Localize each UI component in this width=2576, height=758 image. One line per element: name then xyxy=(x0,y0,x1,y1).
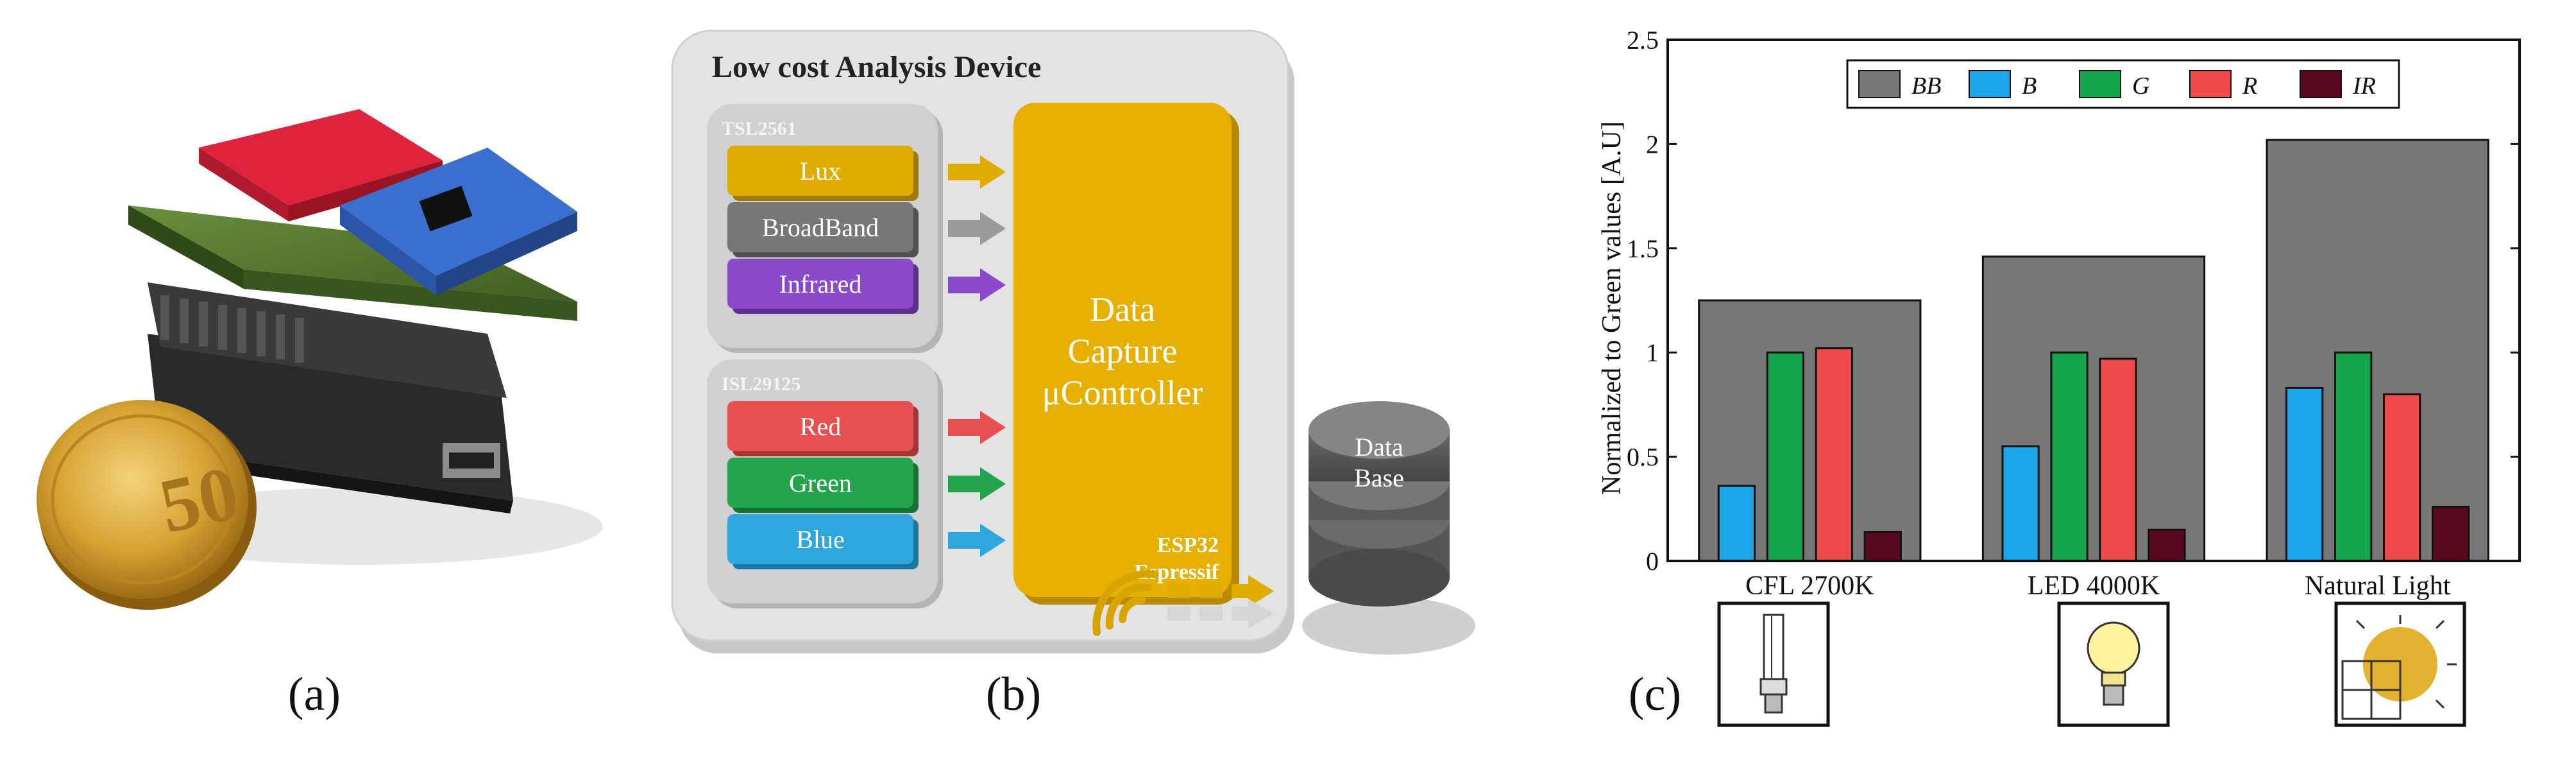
controller-line2: Capture xyxy=(1068,332,1178,370)
controller-chip: ESP32 xyxy=(1157,533,1219,557)
blue-channel-box xyxy=(727,514,913,564)
diagram-title: Low cost Analysis Device xyxy=(712,50,1041,84)
caption-b: (b) xyxy=(985,668,1042,721)
device-photo-panel: 50 xyxy=(0,0,616,755)
y-tick-label: 0.5 xyxy=(1627,443,1659,472)
led-bulb-icon xyxy=(2057,601,2170,727)
y-tick-label: 2 xyxy=(1646,130,1659,159)
infrared-channel-box xyxy=(727,259,913,309)
legend-label: B xyxy=(2022,73,2037,99)
controller-line1: Data xyxy=(1090,290,1155,329)
arrow-broadband xyxy=(948,212,1006,245)
bar-R xyxy=(2099,357,2137,562)
bar-R xyxy=(2383,393,2421,562)
caption-c: (c) xyxy=(1628,668,1682,721)
category-label: Natural Light xyxy=(2305,571,2451,601)
y-tick-label: 2.5 xyxy=(1627,26,1659,55)
arrow-red xyxy=(948,411,1006,444)
bar-G xyxy=(2334,351,2373,562)
lux-channel-box xyxy=(727,146,913,196)
red-label: Red xyxy=(800,412,841,441)
arrow-infrared xyxy=(948,268,1006,302)
arrow-lux xyxy=(948,155,1006,189)
legend-swatch-IR xyxy=(2300,70,2342,98)
category-label: CFL 2700K xyxy=(1745,571,1874,601)
database-line2: Base xyxy=(1354,463,1404,492)
green-label: Green xyxy=(789,469,852,497)
y-tick-label: 1 xyxy=(1646,338,1659,367)
cfl-bulb-icon xyxy=(1717,601,1830,727)
sensor1-name: TSL2561 xyxy=(722,118,797,139)
bar-BB xyxy=(1981,255,2206,562)
arrow-green xyxy=(948,467,1006,501)
infrared-label: Infrared xyxy=(779,270,862,298)
bar-B xyxy=(2285,386,2324,562)
controller-box xyxy=(1013,103,1232,597)
legend-swatch-BB xyxy=(1858,70,1901,98)
wireless-icon xyxy=(1092,570,1158,636)
bar-IR xyxy=(2148,528,2186,562)
sensor2-name: ISL29125 xyxy=(722,374,801,395)
y-axis-label: Normalized to Green values [A.U] xyxy=(1597,121,1627,495)
bar-IR xyxy=(2432,506,2470,562)
bar-chart: Normalized to Green values [A.U] 0 0.5 1 1.… xyxy=(1597,26,2521,727)
category-label: LED 4000K xyxy=(2028,571,2160,601)
bar-G xyxy=(1766,351,1804,562)
arrow-blue xyxy=(948,524,1006,557)
database-icon xyxy=(1302,401,1475,655)
green-channel-box xyxy=(727,458,913,508)
block-diagram-panel: Low cost Analysis Device TSL2561 Lux Bro… xyxy=(661,19,1597,668)
legend-label: G xyxy=(2132,73,2149,99)
legend-swatch-B xyxy=(1969,70,2011,98)
link-arrow xyxy=(1167,575,1274,628)
coin-value: 50 xyxy=(153,449,246,549)
y-tick-label: 1.5 xyxy=(1627,234,1659,263)
lux-label: Lux xyxy=(800,157,841,185)
legend-label: BB xyxy=(1911,73,1941,99)
database-line1: Data xyxy=(1355,433,1403,461)
chart-panel: Normalized to Green values [A.U] 0 0.5 1 1.… xyxy=(1591,0,2576,755)
bar-G xyxy=(2050,351,2089,562)
caption-a: (a) xyxy=(287,668,341,721)
block-diagram: Low cost Analysis Device TSL2561 Lux Bro… xyxy=(671,30,1475,655)
bar-R xyxy=(1815,347,1853,562)
broadband-label: BroadBand xyxy=(762,213,879,242)
legend-label: R xyxy=(2242,73,2257,99)
controller-line3: μController xyxy=(1042,374,1203,412)
bar-B xyxy=(2001,445,2040,562)
device-photo: 50 xyxy=(37,109,603,610)
y-tick-label: 0 xyxy=(1646,547,1659,576)
plot-frame xyxy=(1666,39,2521,562)
bar-IR xyxy=(1863,531,1902,562)
sun-window-icon xyxy=(2334,601,2466,727)
bar-B xyxy=(1717,485,1756,562)
legend-label: IR xyxy=(2352,73,2376,99)
legend-swatch-G xyxy=(2079,70,2121,98)
blue-label: Blue xyxy=(796,525,845,554)
red-channel-box xyxy=(727,401,913,451)
legend-swatch-R xyxy=(2189,70,2232,98)
broadband-channel-box xyxy=(727,202,913,252)
